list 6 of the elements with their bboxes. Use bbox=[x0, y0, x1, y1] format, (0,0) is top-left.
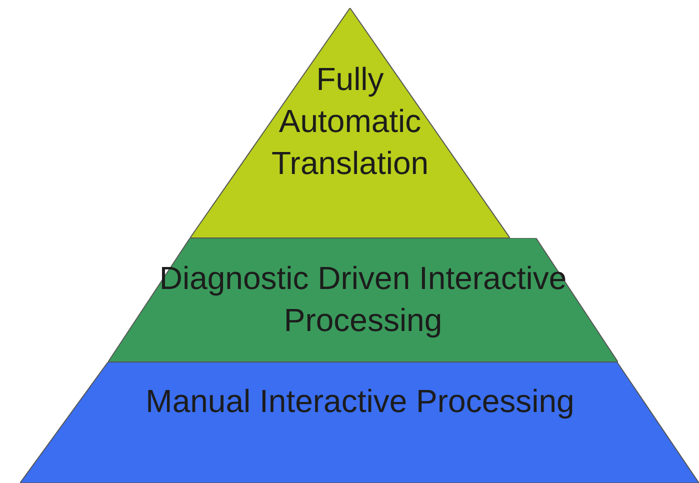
tier-label: Manual Interactive Processing bbox=[144, 382, 576, 421]
pyramid-tier bbox=[20, 362, 699, 483]
pyramid-tier bbox=[190, 8, 510, 238]
tier-label: Diagnostic Driven Interactive Processing bbox=[158, 259, 568, 340]
tier-label: Fully Automatic Translation bbox=[270, 60, 430, 183]
pyramid-tier bbox=[108, 238, 618, 362]
